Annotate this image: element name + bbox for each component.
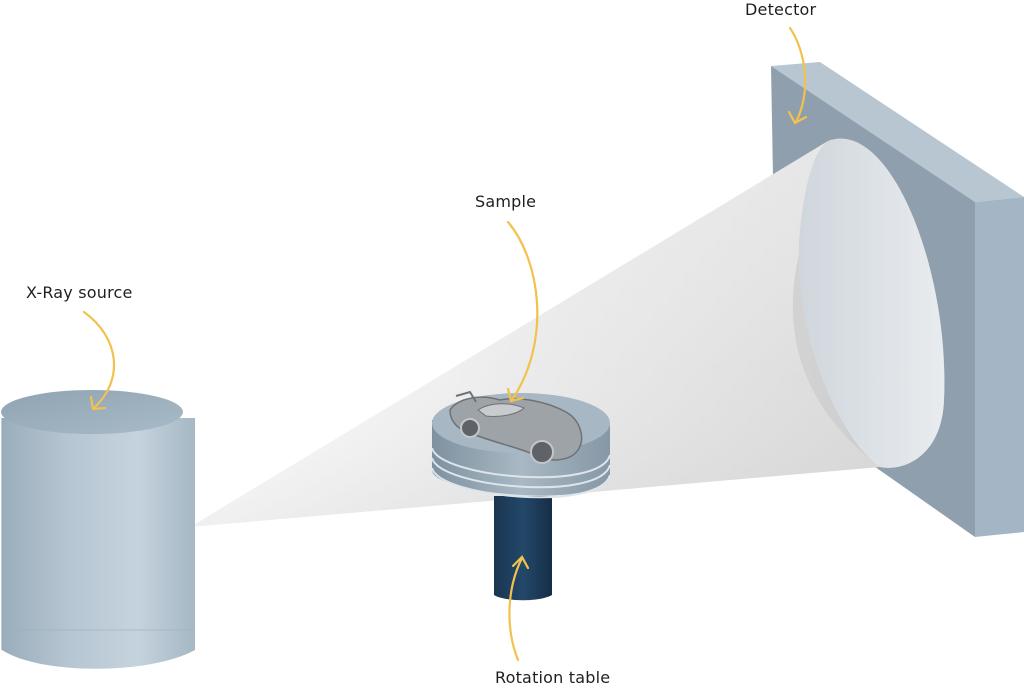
xray-beam [190, 138, 945, 528]
xray-source [1, 390, 195, 669]
arrow-rotation-table [508, 555, 530, 662]
label-rotation-table: Rotation table [495, 668, 611, 687]
detector-side-face [975, 197, 1024, 537]
arrow-detector [787, 26, 808, 125]
label-xray-source: X-Ray source [26, 283, 133, 302]
source-top-face [1, 390, 183, 434]
source-body [2, 418, 195, 669]
arrows [82, 26, 808, 662]
arrow-xray-source [82, 310, 116, 411]
detector-top-face [771, 62, 1024, 202]
label-sample: Sample [475, 192, 537, 211]
sample-car [449, 390, 583, 464]
label-detector: Detector [745, 0, 817, 19]
beam-highlight [190, 141, 880, 527]
arrow-sample [506, 220, 539, 403]
table-stem [494, 496, 552, 601]
beam-spot-on-detector [798, 138, 945, 468]
